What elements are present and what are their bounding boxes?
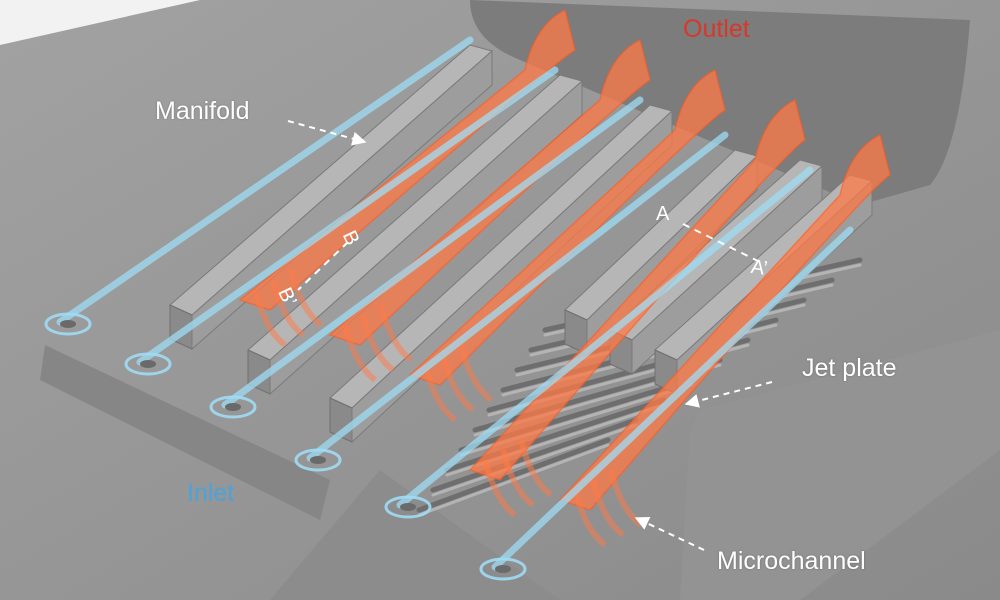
jet-flow (458, 344, 493, 403)
inlet-label: Inlet (187, 479, 235, 507)
corner-white (0, 0, 200, 45)
inlet-hole (310, 456, 326, 464)
jet-flow (482, 459, 517, 518)
inlet-flow (491, 226, 854, 571)
cold-flow-group (44, 36, 854, 581)
jet-flow (440, 354, 475, 413)
manifold-arrow (287, 120, 367, 146)
jet-flow (572, 489, 607, 548)
section-line-b (297, 241, 349, 291)
jet-plate-arrow (684, 381, 773, 408)
section-a-mark: A (656, 203, 670, 225)
outlet-flow (468, 98, 806, 481)
jet-flow (342, 324, 377, 383)
jet-flow (518, 439, 553, 498)
jet-flow (500, 449, 535, 508)
inlet-hole (60, 320, 76, 328)
inlet-plenum (40, 345, 330, 520)
inlet-hole (140, 360, 156, 368)
inlet-flow (221, 96, 644, 409)
outlet-flow (408, 68, 726, 386)
inlet-nozzle (209, 395, 257, 419)
inlet-flow (136, 66, 559, 366)
microchannel-label: Microchannel (717, 547, 866, 575)
jet-flow (378, 304, 413, 363)
jet-flow (288, 269, 323, 328)
outlet-label: Outlet (683, 15, 750, 43)
inlet-nozzle (124, 352, 172, 376)
inlet-nozzle (479, 557, 527, 581)
jet-flow (270, 279, 305, 338)
microchannel-arrow (634, 517, 705, 551)
microchannel (430, 417, 639, 493)
jet-flow (422, 364, 457, 423)
manifold-label: Manifold (155, 97, 250, 125)
inlet-flow (306, 131, 729, 462)
section-line-a (682, 223, 761, 263)
section-a-prime-mark: A’ (749, 255, 769, 281)
microchannel-fin (431, 423, 638, 497)
inlet-hole (225, 403, 241, 411)
inlet-trench (270, 470, 560, 600)
jet-flow (252, 289, 287, 348)
inlet-nozzle (384, 495, 432, 519)
right-recess (680, 330, 1000, 600)
inlet-nozzle (294, 448, 342, 472)
inlet-flow (396, 166, 814, 509)
inlet-hole (495, 565, 511, 573)
jet-flow (590, 479, 625, 538)
inlet-flow (56, 36, 474, 326)
jet-plate-label: Jet plate (802, 354, 897, 382)
inlet-hole (400, 503, 416, 511)
inlet-nozzle (44, 312, 92, 336)
jet-flow (360, 314, 395, 373)
